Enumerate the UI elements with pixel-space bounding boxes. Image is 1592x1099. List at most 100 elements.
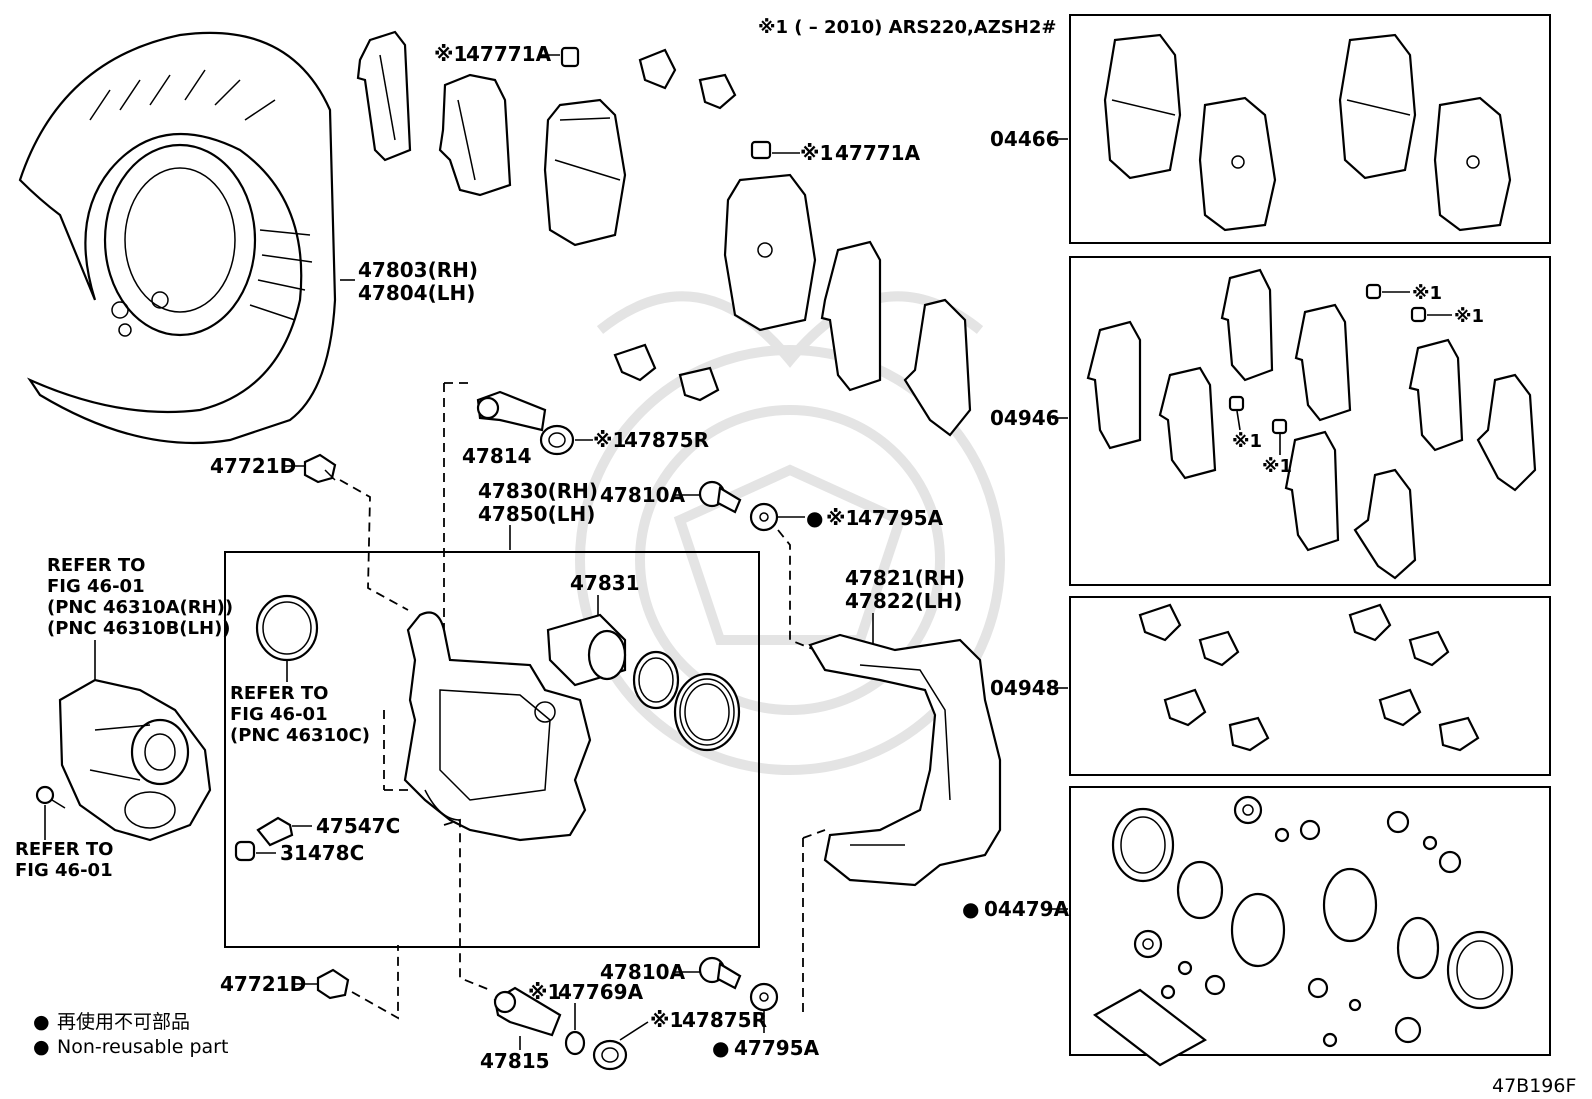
pad-wear-indicator-upper	[560, 46, 580, 68]
brake-pad-lower	[723, 173, 817, 332]
label-47815: 47815	[480, 1049, 550, 1073]
refer-actuator-line1: REFER TO	[47, 555, 145, 576]
bullet-47795A-top: ●	[806, 506, 823, 530]
refmark-47875R-top: ※1	[593, 428, 626, 452]
label-31478C: 31478C	[280, 841, 364, 865]
refer-oring-line2: FIG 46-01	[230, 704, 328, 725]
kit-04466-pads	[1103, 33, 1512, 232]
refmark-47769A: ※1	[528, 980, 561, 1004]
label-47814: 47814	[462, 444, 532, 468]
diagram-code: 47B196F	[1492, 1075, 1576, 1097]
kit-04948-clips	[1138, 603, 1480, 752]
kit-04946-mark4: ※1	[1262, 456, 1292, 477]
slide-pin-upper	[476, 390, 547, 432]
brake-pad-upper	[543, 98, 627, 247]
shim-lower-2	[903, 298, 972, 437]
refmark-47875R-bottom: ※1	[650, 1008, 683, 1032]
kit-box-04948	[1069, 596, 1551, 776]
bleeder-plug-47547C	[256, 816, 294, 847]
caliper-assembly-box	[224, 551, 760, 948]
piston-boot	[673, 672, 741, 752]
kit-04479A-seals	[1093, 795, 1514, 1067]
header-note: ※1 ( – 2010) ARS220,AZSH2#	[758, 17, 1056, 38]
refmark-47771A-top: ※1	[434, 42, 467, 66]
legend-bullet-en: ●	[33, 1036, 50, 1058]
kit-label-04946: 04946	[990, 406, 1060, 430]
shim-lower-1	[820, 240, 882, 392]
leader-04946-mark3	[1236, 410, 1241, 431]
kit-04946-mark3: ※1	[1232, 431, 1262, 452]
label-47830: 47830(RH)	[478, 479, 598, 503]
bushing-47769A	[564, 1030, 586, 1056]
refmark-47795A-top: ※1	[826, 506, 859, 530]
label-47822: 47822(LH)	[845, 589, 962, 613]
label-47795A-bottom: 47795A	[734, 1036, 820, 1060]
kit-box-04479A	[1069, 786, 1551, 1056]
caliper-mounting-bracket	[808, 633, 1002, 887]
refer-bolt-line2: FIG 46-01	[15, 860, 113, 881]
label-47803: 47803(RH)	[358, 258, 478, 282]
label-47721D-top: 47721D	[210, 454, 296, 478]
pin-boot-lower	[592, 1039, 628, 1071]
legend-jp: 再使用不可部品	[57, 1011, 190, 1033]
label-47795A-top: 47795A	[858, 506, 944, 530]
refer-actuator-line2: FIG 46-01	[47, 576, 145, 597]
bolt-47721D-top	[303, 453, 337, 484]
anti-squeal-shim-inner	[438, 73, 512, 197]
kit-label-04466: 04466	[990, 127, 1060, 151]
refer-oring-line1: REFER TO	[230, 683, 328, 704]
label-47875R-top: 47875R	[624, 428, 709, 452]
label-47804: 47804(LH)	[358, 281, 475, 305]
anti-rattle-clip-1	[613, 48, 737, 402]
label-47771A-mid: 47771A	[835, 141, 921, 165]
refer-actuator-line3: (PNC 46310A(RH))	[47, 597, 233, 618]
refer-bolt-line1: REFER TO	[15, 839, 113, 860]
dust-shield	[18, 31, 337, 445]
kit-04946-shims	[1086, 268, 1537, 580]
dash-bolt-bottom	[351, 945, 399, 1020]
piston-seal	[632, 650, 680, 710]
watermark-emblem	[575, 291, 1005, 775]
label-47771A-top: 47771A	[466, 42, 552, 66]
washer-47795A-bottom	[749, 982, 779, 1012]
kit-04946-mark1: ※1	[1412, 283, 1442, 304]
label-47810A-bottom: 47810A	[600, 960, 686, 984]
label-47721D-bottom: 47721D	[220, 972, 306, 996]
dash-bracket-lower-h	[802, 829, 826, 839]
label-47831: 47831	[570, 571, 640, 595]
piston-47831	[546, 613, 627, 687]
label-47769A: 47769A	[558, 980, 644, 1004]
kit-box-04466	[1069, 14, 1551, 244]
refer-actuator-line4: (PNC 46310B(LH))	[47, 618, 231, 639]
bleeder-47810A-bottom	[698, 956, 742, 990]
dash-washer-top	[777, 529, 816, 651]
pad-wear-indicator-mid	[750, 140, 772, 160]
anti-squeal-shim-outer	[356, 30, 412, 162]
washer-47795A-top	[749, 502, 779, 532]
pin-boot-upper	[539, 424, 575, 456]
dash-pin-lower	[443, 818, 491, 991]
refmark-47771A-mid: ※1	[800, 141, 833, 165]
bleeder-47810A-top	[698, 480, 742, 514]
label-47547C: 47547C	[316, 814, 400, 838]
legend-bullet-jp: ●	[33, 1011, 50, 1033]
label-47850: 47850(LH)	[478, 502, 595, 526]
bolt-47721D-bottom	[316, 968, 350, 1000]
actuator-bolt	[35, 785, 66, 809]
refer-oring-line3: (PNC 46310C)	[230, 725, 370, 746]
kit-label-04948: 04948	[990, 676, 1060, 700]
caliper-body	[403, 611, 592, 842]
leader-47875R-bottom	[619, 1021, 649, 1041]
slide-pin-lower	[493, 986, 562, 1037]
label-47821: 47821(RH)	[845, 566, 965, 590]
label-47810A-top: 47810A	[600, 483, 686, 507]
kit-04946-mark2: ※1	[1454, 306, 1484, 327]
bullet-47795A-bottom: ●	[712, 1036, 729, 1060]
kit-box-04946	[1069, 256, 1551, 586]
oring-46310C	[255, 594, 319, 662]
parking-brake-actuator	[58, 678, 212, 842]
cap-31478C	[234, 840, 256, 862]
kit-04479A-bullet: ●	[962, 897, 979, 921]
legend-en: Non-reusable part	[57, 1036, 228, 1058]
